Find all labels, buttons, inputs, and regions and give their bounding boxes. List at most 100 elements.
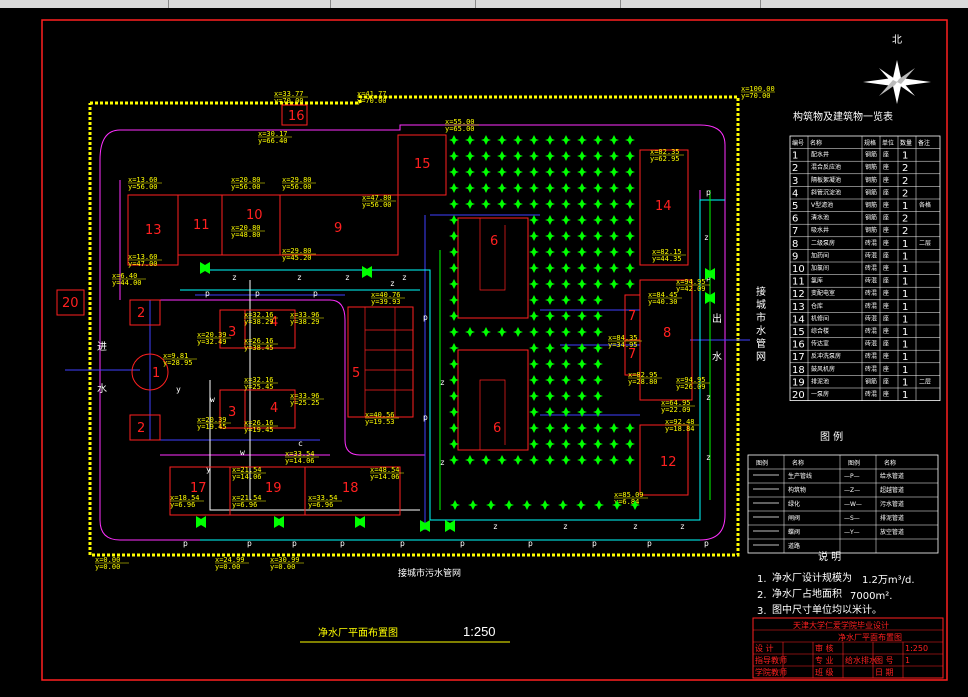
title-block-cell: 1 — [905, 656, 910, 665]
svg-text:p: p — [183, 539, 188, 548]
tree-icon — [449, 359, 459, 369]
coord-label: x=55.00y=65.00 — [445, 118, 479, 133]
row-spec: 砖混 — [865, 314, 877, 322]
tree-icon — [529, 279, 539, 289]
row-spec: 钢筋 — [865, 151, 877, 159]
coord-x: x=82.95 — [628, 371, 658, 379]
svg-text:z: z — [440, 378, 445, 387]
structure-18[interactable] — [304, 466, 401, 516]
structure-6a[interactable] — [457, 217, 529, 319]
tree-icon — [465, 135, 475, 145]
svg-text:进: 进 — [97, 341, 107, 353]
row-name: 清水池 — [811, 214, 829, 222]
coord-y: y=0.00 — [215, 563, 240, 571]
row-name: 二级泵房 — [811, 239, 835, 247]
svg-text:水: 水 — [97, 383, 107, 395]
tree-icon — [593, 135, 603, 145]
tree-icon — [545, 263, 555, 273]
tree-icon — [545, 279, 555, 289]
legend-table: 图例名称图例名称生产管线—P—给水管道构筑物—Z—超越管道绿化—W—污水管道闸阀… — [747, 454, 939, 554]
tree-icon — [513, 167, 523, 177]
structure-6b[interactable] — [457, 349, 529, 451]
tree-icon — [625, 199, 635, 209]
row-qty: 1 — [902, 365, 908, 376]
tree-icon — [593, 279, 603, 289]
structure-4b[interactable] — [244, 389, 296, 429]
tree-icon — [449, 455, 459, 465]
tree-icon — [449, 327, 459, 337]
structure-12[interactable] — [639, 424, 689, 496]
svg-text:p: p — [400, 539, 405, 548]
tree-icon — [481, 455, 491, 465]
coord-x: x=13.60 — [128, 253, 158, 261]
title-block-cell: 专 业 — [815, 655, 834, 665]
coord-x: x=20.39 — [197, 416, 227, 424]
structure-2a[interactable] — [129, 299, 161, 326]
tree-icon — [593, 375, 603, 385]
structure-20[interactable] — [56, 289, 85, 316]
row-unit: 座 — [883, 352, 889, 360]
coord-x: x=30.17 — [258, 130, 288, 138]
tree-icon — [545, 455, 555, 465]
tree-icon — [529, 135, 539, 145]
tree-icon — [481, 327, 491, 337]
tree-icon — [593, 455, 603, 465]
structures[interactable] — [56, 104, 693, 516]
structure-1[interactable] — [131, 353, 169, 391]
bld-label: 18 — [342, 481, 359, 496]
coord-y: y=39.93 — [371, 298, 401, 306]
tree-icon — [561, 231, 571, 241]
coord-x: x=48.54 — [370, 466, 400, 474]
structure-8[interactable] — [639, 279, 693, 401]
tree-icon — [529, 151, 539, 161]
row-qty: 1 — [902, 239, 908, 250]
municipal-label-char: 水 — [756, 325, 766, 337]
tree-icon — [577, 231, 587, 241]
coord-label: x=33.96y=25.25 — [290, 392, 324, 407]
row-spec: 钢筋 — [865, 188, 877, 196]
row-note: 二层 — [919, 378, 931, 385]
row-name: 配水井 — [811, 151, 829, 159]
structure-13[interactable] — [127, 194, 179, 266]
tree-icon — [529, 391, 539, 401]
tree-icon — [545, 215, 555, 225]
tree-icon — [529, 183, 539, 193]
legend-name: 道路 — [788, 542, 800, 550]
coord-label: x=47.80y=56.00 — [362, 194, 396, 209]
tree-icon — [545, 295, 555, 305]
row-no: 5 — [792, 201, 798, 212]
svg-text:p: p — [423, 313, 428, 322]
row-spec: 砖混 — [865, 251, 877, 259]
coord-label: x=92.48y=18.84 — [665, 418, 699, 433]
note-value: 7000m². — [850, 591, 892, 602]
coord-x: x=29.80 — [282, 247, 312, 255]
title-block-cell: 班 级 — [815, 667, 834, 677]
coord-y: y=19.53 — [365, 418, 395, 426]
tree-icon — [545, 199, 555, 209]
title-block-cell: 设 计 — [755, 643, 774, 653]
coord-x: x=26.16 — [244, 419, 274, 427]
structure-4a[interactable] — [244, 309, 296, 349]
row-name: 一泵房 — [811, 390, 829, 398]
structure-2b[interactable] — [129, 414, 161, 441]
structure-5[interactable] — [347, 306, 414, 418]
row-qty: 2 — [902, 214, 908, 225]
structure-14[interactable] — [639, 149, 689, 266]
row-spec: 钢筋 — [865, 226, 877, 234]
coord-label: x=32.16y=38.29 — [244, 311, 278, 326]
coord-y: y=38.29 — [244, 318, 274, 326]
coord-y: y=19.45 — [197, 423, 227, 431]
coord-y: y=66.40 — [258, 137, 288, 145]
svg-text:z: z — [440, 458, 445, 467]
structure-15[interactable] — [397, 134, 447, 196]
plan-scale: 1:250 — [463, 624, 496, 639]
row-no: 9 — [792, 251, 798, 262]
coord-label: x=29.80y=45.20 — [282, 247, 316, 262]
legend-row: 构筑物—Z—超越管道 — [753, 486, 904, 494]
structure-16[interactable] — [281, 104, 308, 126]
row-spec: 砖混 — [865, 352, 877, 360]
